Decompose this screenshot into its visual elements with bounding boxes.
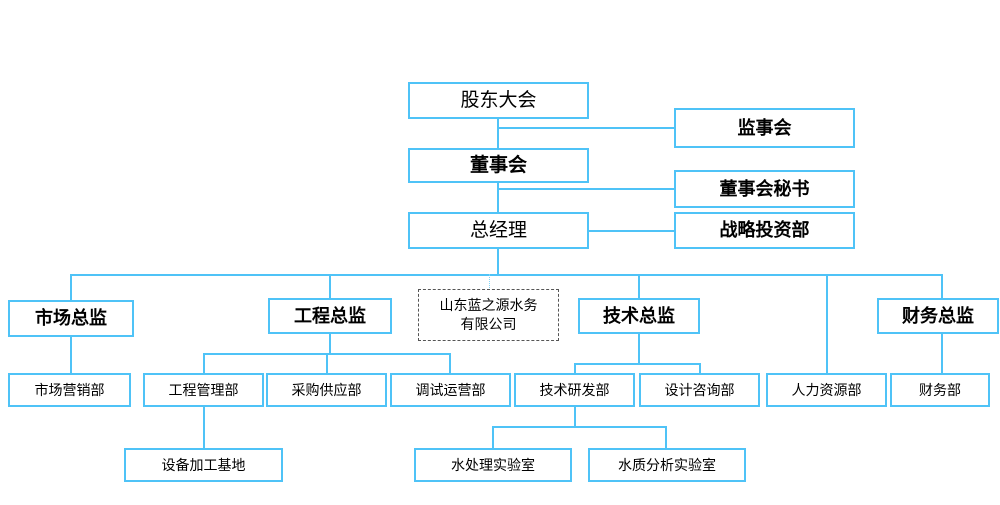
node-water-treatment-lab[interactable]: 水处理实验室 <box>414 448 572 482</box>
node-tech-rd-dept[interactable]: 技术研发部 <box>514 373 635 407</box>
connector-finance-director-to-finance-dept <box>941 333 943 373</box>
node-finance-dept[interactable]: 财务部 <box>890 373 990 407</box>
connector-shareholders-to-board <box>497 118 499 148</box>
connector-sub-to-tech-rd <box>574 363 576 373</box>
connector-lab-sub-bus <box>492 426 667 428</box>
node-engineering-mgmt-dept[interactable]: 工程管理部 <box>143 373 264 407</box>
connector-gm-to-main-bus <box>497 248 499 276</box>
node-hr-dept[interactable]: 人力资源部 <box>766 373 887 407</box>
node-equipment-base[interactable]: 设备加工基地 <box>124 448 283 482</box>
connector-gm-to-strategic-investment <box>588 230 674 232</box>
connector-technical-sub-bus <box>574 363 700 365</box>
node-market-director[interactable]: 市场总监 <box>8 300 134 337</box>
connector-board-to-gm <box>497 182 499 212</box>
node-technical-director[interactable]: 技术总监 <box>578 298 700 334</box>
connector-sub-to-engineering-mgmt <box>203 353 205 373</box>
connector-main-bus <box>70 274 942 276</box>
node-board-of-directors[interactable]: 董事会 <box>408 148 589 183</box>
connector-sub-to-water-treatment-lab <box>492 426 494 448</box>
node-procurement-supply-dept[interactable]: 采购供应部 <box>266 373 387 407</box>
connector-sub-to-water-quality-lab <box>665 426 667 448</box>
connector-bus-to-engineering-director <box>329 274 331 298</box>
connector-sub-to-design-consulting <box>699 363 701 373</box>
node-commissioning-ops-dept[interactable]: 调试运营部 <box>390 373 511 407</box>
connector-engineering-director-drop <box>329 333 331 355</box>
connector-bus-to-finance-director <box>941 274 943 298</box>
node-board-secretary[interactable]: 董事会秘书 <box>674 170 855 208</box>
connector-sub-to-commissioning <box>449 353 451 373</box>
node-engineering-director[interactable]: 工程总监 <box>268 298 392 334</box>
node-shareholders-meeting[interactable]: 股东大会 <box>408 82 589 119</box>
node-board-of-supervisors[interactable]: 监事会 <box>674 108 855 148</box>
connector-market-director-to-marketing <box>70 337 72 373</box>
connector-board-to-secretary <box>497 188 674 190</box>
node-company-name: 山东蓝之源水务 有限公司 <box>418 289 559 341</box>
node-water-quality-lab[interactable]: 水质分析实验室 <box>588 448 746 482</box>
connector-bus-to-hr <box>826 274 828 373</box>
connector-spine-to-company-name <box>489 274 490 288</box>
connector-sub-to-procurement <box>326 353 328 373</box>
connector-technical-director-drop <box>638 333 640 365</box>
node-board-of-directors-label: 董事会 <box>469 154 527 176</box>
node-finance-director[interactable]: 财务总监 <box>877 298 999 334</box>
connector-bus-to-technical-director <box>638 274 640 298</box>
connector-bus-to-market-director <box>70 274 72 300</box>
node-design-consulting-dept[interactable]: 设计咨询部 <box>639 373 760 407</box>
connector-shareholders-to-supervisors <box>497 127 674 129</box>
node-general-manager[interactable]: 总经理 <box>408 212 589 249</box>
connector-engineering-mgmt-to-equipment-base <box>203 406 205 448</box>
node-marketing-dept[interactable]: 市场营销部 <box>8 373 131 407</box>
node-strategic-investment-dept[interactable]: 战略投资部 <box>674 212 855 249</box>
connector-tech-rd-drop <box>574 406 576 428</box>
